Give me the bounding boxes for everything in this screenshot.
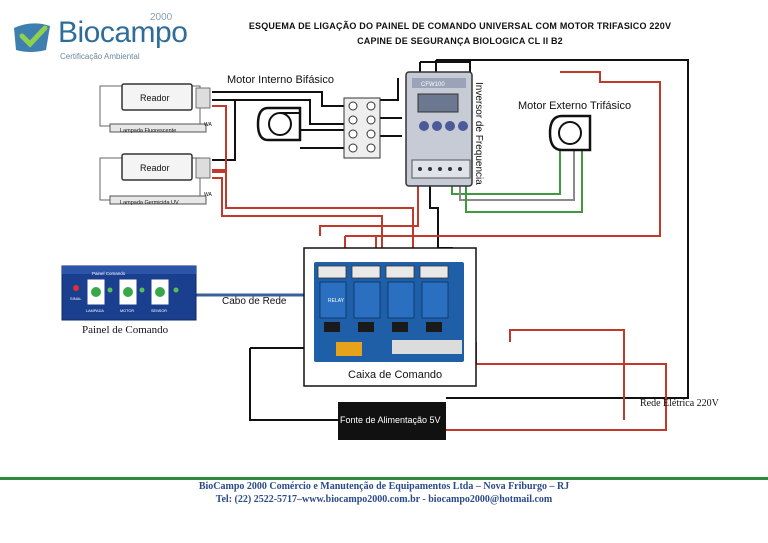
footer-divider — [0, 477, 768, 480]
panel-screen-title: Painel Comando — [92, 271, 126, 276]
diagram-title: ESQUEMA DE LIGAÇÃO DO PAINEL DE COMANDO … — [248, 21, 672, 31]
reader-2 — [99, 153, 211, 205]
panel-button-sensor: SENSOR — [151, 309, 167, 313]
power-supply-label: Fonte de Alimentação 5V — [340, 415, 441, 425]
reader-1 — [99, 83, 211, 133]
motor-internal — [256, 106, 302, 142]
diagram-subtitle: CAPINE DE SEGURANÇA BIOLOGICA CL II B2 — [357, 36, 563, 46]
panel-led-label: SINAL — [70, 296, 82, 301]
reader-1-wattage: WA — [204, 122, 213, 128]
logo-name: Biocampo — [58, 16, 188, 49]
motor-external-wires — [451, 150, 583, 213]
reader-2-lamp: Lampada Germicida UV — [120, 200, 179, 206]
reader-2-wattage: WA — [204, 192, 213, 198]
footer-company: BioCampo 2000 Comércio e Manutenção de E… — [198, 481, 570, 492]
logo-tagline: Certificação Ambiental — [60, 52, 140, 61]
reader-1-lamp: Lampada Fluorescente — [120, 128, 176, 134]
mains-label: Rede Elétrica 220V — [640, 398, 719, 409]
panel-button-motor: MOTOR — [120, 309, 134, 313]
logo-year: 2000 — [150, 12, 173, 23]
black-wires — [212, 59, 689, 421]
power-supply-box — [338, 402, 446, 440]
control-box — [303, 247, 477, 387]
network-cable-label: Cabo de Rede — [222, 296, 287, 307]
check-shield-icon — [14, 23, 50, 52]
inverter — [405, 71, 473, 187]
footer-contact: Tel: (22) 2522-5717–www.biocampo2000.com… — [215, 494, 553, 505]
motor-internal-label: Motor Interno Bifásico — [227, 74, 334, 86]
inverter-brand: CFW100 — [421, 82, 445, 88]
motor-external — [548, 114, 592, 152]
panel-image — [61, 265, 197, 321]
reader-2-label: Reador — [140, 163, 170, 173]
panel-button-lampada: LAMPADA — [86, 309, 104, 313]
motor-external-label: Motor Externo Trifásico — [518, 100, 632, 112]
panel-label: Painel de Comando — [82, 324, 169, 336]
relay-label: RELAY — [328, 298, 345, 304]
terminal-blocks — [343, 97, 381, 159]
logo: Biocampo 2000 Certificação Ambiental — [12, 12, 188, 64]
control-box-label: Caixa de Comando — [348, 369, 443, 381]
reader-1-label: Reador — [140, 93, 170, 103]
inverter-label: Inversor de Frequencia — [473, 82, 484, 185]
